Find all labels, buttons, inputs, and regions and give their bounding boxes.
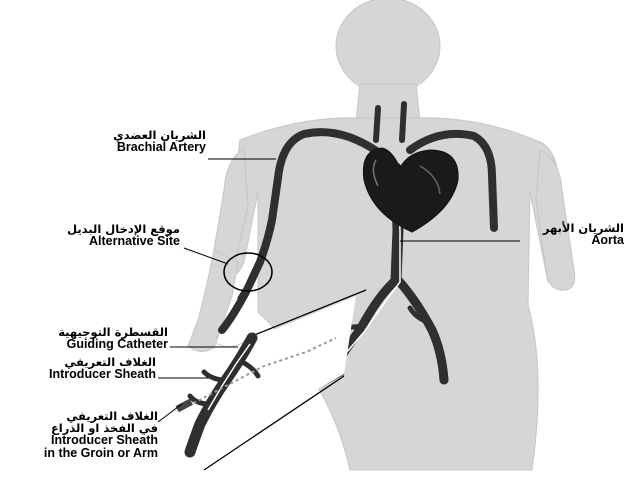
left-forearm <box>188 250 238 352</box>
label-introducer-sheath: الغلاف التعريفي Introducer Sheath <box>49 356 156 381</box>
label-guiding-catheter-en: Guiding Catheter <box>58 338 168 351</box>
introducer-sheath-hub <box>176 399 193 413</box>
label-guiding-catheter: القسطرة التوجيهية Guiding Catheter <box>58 326 168 351</box>
neck <box>356 84 420 122</box>
leader-introducer-groin <box>158 404 182 422</box>
label-aorta-en: Aorta <box>543 234 624 247</box>
label-alternative-site-en: Alternative Site <box>67 235 180 248</box>
label-introducer-sheath-en: Introducer Sheath <box>49 368 156 381</box>
head <box>336 0 440 94</box>
carotid-right <box>402 104 404 140</box>
label-brachial-artery: الشريان العضدي Brachial Artery <box>113 129 206 154</box>
label-introducer-sheath-groin: الغلاف التعريفي في الفخذ او الذراع Intro… <box>44 410 158 460</box>
carotid-left <box>376 108 378 140</box>
label-alternative-site: موقع الإدخال البديل Alternative Site <box>67 223 180 248</box>
label-introducer-sheath-groin-en-2: in the Groin or Arm <box>44 447 158 460</box>
label-aorta: الشريان الأبهر Aorta <box>543 222 624 247</box>
label-brachial-artery-en: Brachial Artery <box>113 141 206 154</box>
